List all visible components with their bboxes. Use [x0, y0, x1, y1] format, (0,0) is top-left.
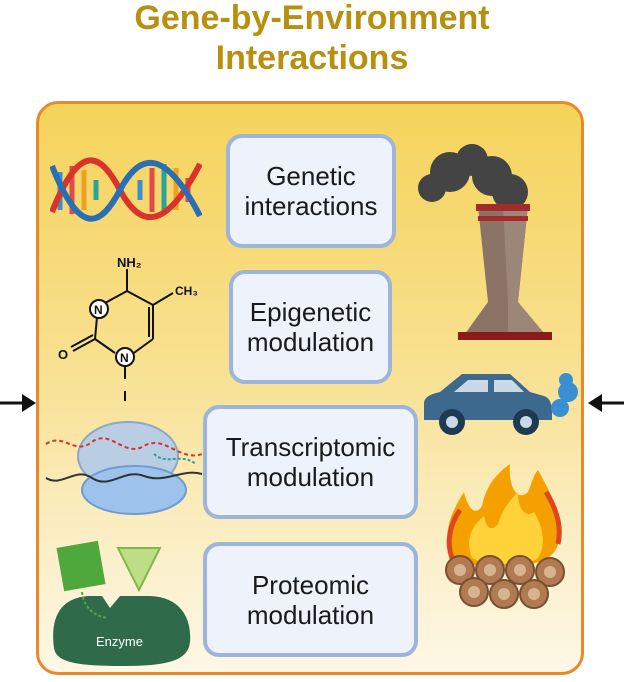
enzyme-label: Enzyme	[96, 634, 143, 649]
methyl-label: CH₃	[175, 284, 198, 298]
epigenetic-modulation-box: Epigenetic modulation	[229, 270, 392, 384]
oxygen-label: O	[58, 347, 68, 362]
factory-smokestack-icon	[418, 144, 552, 340]
nitrogen-2-label: N	[120, 351, 129, 365]
car-exhaust-icon	[424, 373, 578, 435]
transcriptomic-modulation-label: Transcriptomic modulation	[225, 432, 396, 492]
campfire-icon	[445, 464, 565, 609]
title-line-1: Gene-by-Environment	[134, 0, 490, 37]
genetic-interactions-box: Genetic interactions	[226, 134, 396, 248]
epigenetic-modulation-label: Epigenetic modulation	[246, 297, 375, 357]
dna-helix-icon	[50, 157, 202, 222]
proteomic-modulation-label: Proteomic modulation	[246, 569, 375, 630]
title-line-2: Interactions	[215, 39, 409, 77]
enzyme-substrate-icon: Enzyme	[53, 540, 191, 666]
amine-label: NH₂	[117, 255, 142, 270]
right-arrow-icon	[588, 394, 624, 412]
proteomic-modulation-box: Proteomic modulation	[203, 542, 418, 657]
left-arrow-icon	[0, 394, 36, 412]
nitrogen-1-label: N	[94, 303, 103, 317]
transcriptomic-modulation-box: Transcriptomic modulation	[203, 405, 418, 519]
ribosome-icon	[45, 421, 203, 515]
genetic-interactions-label: Genetic interactions	[244, 161, 378, 221]
methylcytosine-molecule-icon: NH₂ CH₃ N N O	[58, 255, 198, 401]
